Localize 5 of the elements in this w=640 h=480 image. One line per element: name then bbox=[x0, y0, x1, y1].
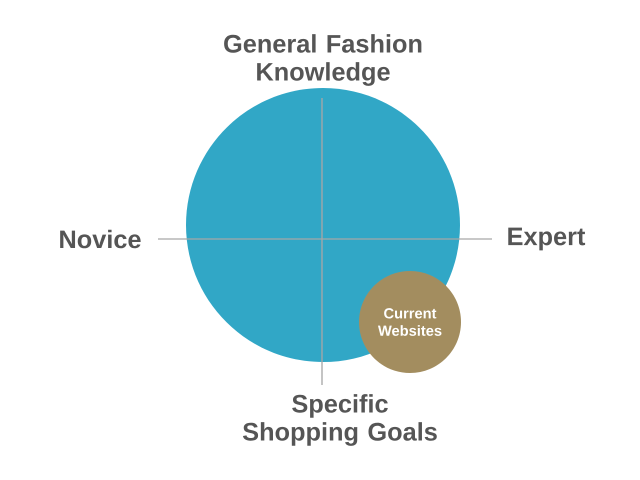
circle bbox=[186, 88, 460, 362]
axis-label: Specific Shopping Goals bbox=[242, 394, 437, 446]
axis-label: Expert bbox=[508, 228, 586, 250]
circle-node: Current Websites bbox=[359, 271, 461, 373]
axis-label: Novice bbox=[60, 230, 141, 248]
